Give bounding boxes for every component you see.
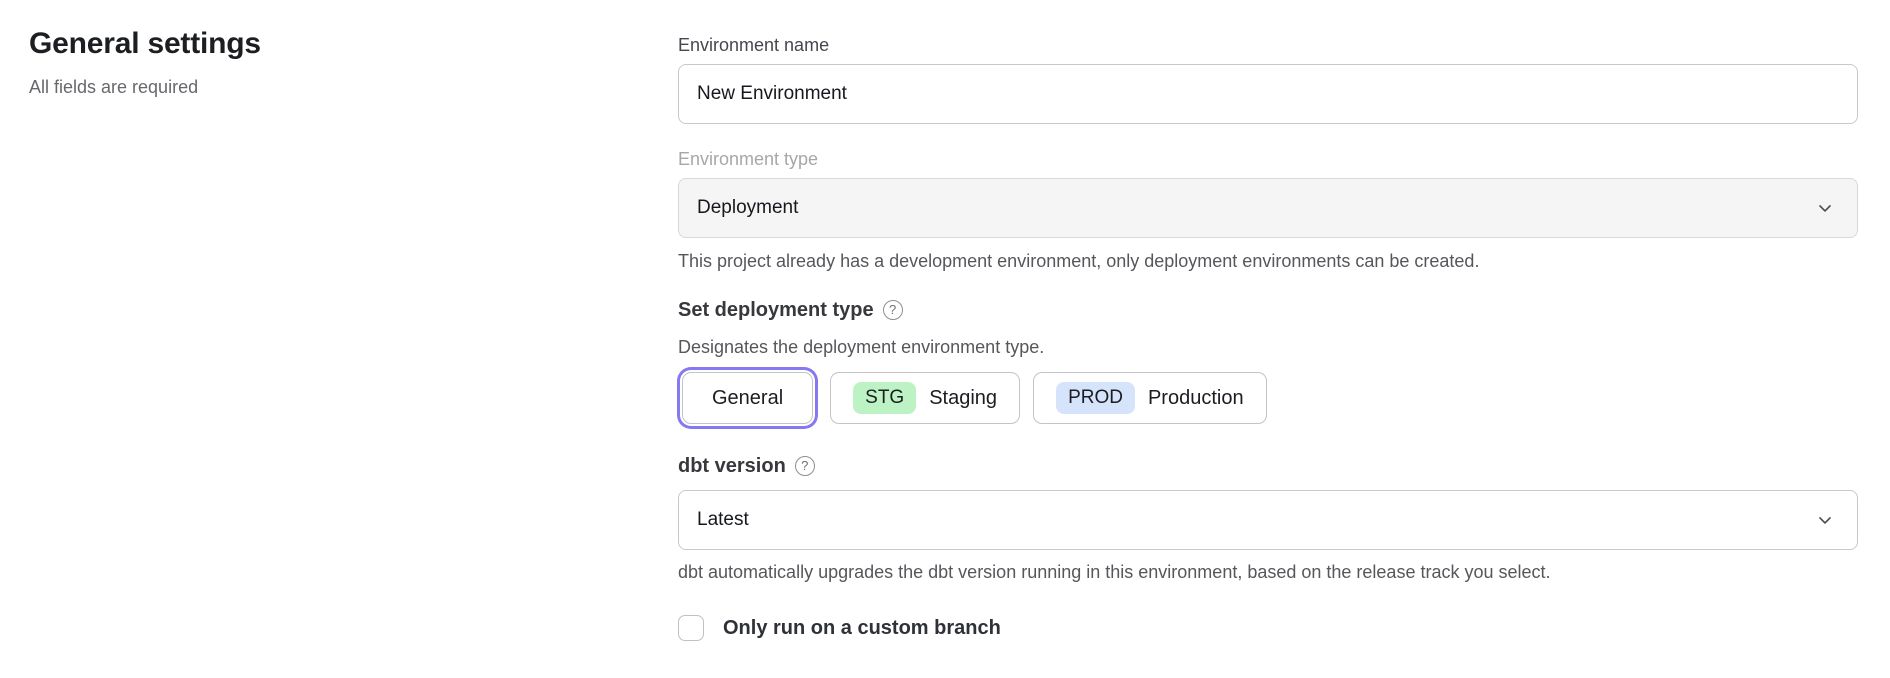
deployment-type-options: General STG Staging PROD Production (678, 372, 1858, 424)
dbt-version-heading-text: dbt version (678, 455, 786, 477)
deployment-option-production[interactable]: PROD Production (1033, 372, 1267, 424)
environment-type-value: Deployment (697, 197, 799, 218)
dbt-version-select[interactable]: Latest (678, 490, 1858, 550)
production-badge: PROD (1056, 382, 1135, 414)
environment-name-input[interactable] (678, 64, 1858, 124)
deployment-option-staging-label: Staging (929, 386, 998, 409)
custom-branch-label[interactable]: Only run on a custom branch (723, 616, 1001, 639)
help-icon[interactable]: ? (882, 300, 903, 320)
general-settings-page: General settings All fields are required… (29, 24, 1858, 641)
deployment-option-staging[interactable]: STG Staging (830, 372, 1021, 424)
deployment-type-heading: Set deployment type ? (678, 298, 1858, 322)
custom-branch-row: Only run on a custom branch (678, 615, 1858, 641)
dbt-version-value: Latest (697, 509, 749, 530)
settings-form: Environment name Environment type Deploy… (678, 24, 1858, 641)
staging-badge: STG (853, 382, 917, 414)
help-icon[interactable]: ? (794, 456, 815, 476)
deployment-option-general-label: General (712, 386, 784, 409)
deployment-type-heading-text: Set deployment type (678, 299, 874, 321)
deployment-type-description: Designates the deployment environment ty… (678, 337, 1045, 357)
settings-header: General settings All fields are required (29, 24, 678, 641)
deployment-option-production-label: Production (1147, 386, 1244, 409)
dbt-version-heading: dbt version ? (678, 454, 1858, 478)
environment-type-select: Deployment (678, 178, 1858, 238)
chevron-down-icon (1815, 198, 1835, 218)
environment-type-helper: This project already has a development e… (678, 251, 1480, 271)
dbt-version-helper: dbt automatically upgrades the dbt versi… (678, 562, 1551, 582)
environment-name-label: Environment name (678, 35, 830, 55)
page-title: General settings (29, 27, 261, 60)
environment-type-label: Environment type (678, 149, 819, 169)
deployment-option-general[interactable]: General (682, 372, 814, 424)
page-subtitle: All fields are required (29, 77, 199, 97)
chevron-down-icon (1815, 510, 1835, 530)
custom-branch-checkbox[interactable] (678, 615, 704, 641)
